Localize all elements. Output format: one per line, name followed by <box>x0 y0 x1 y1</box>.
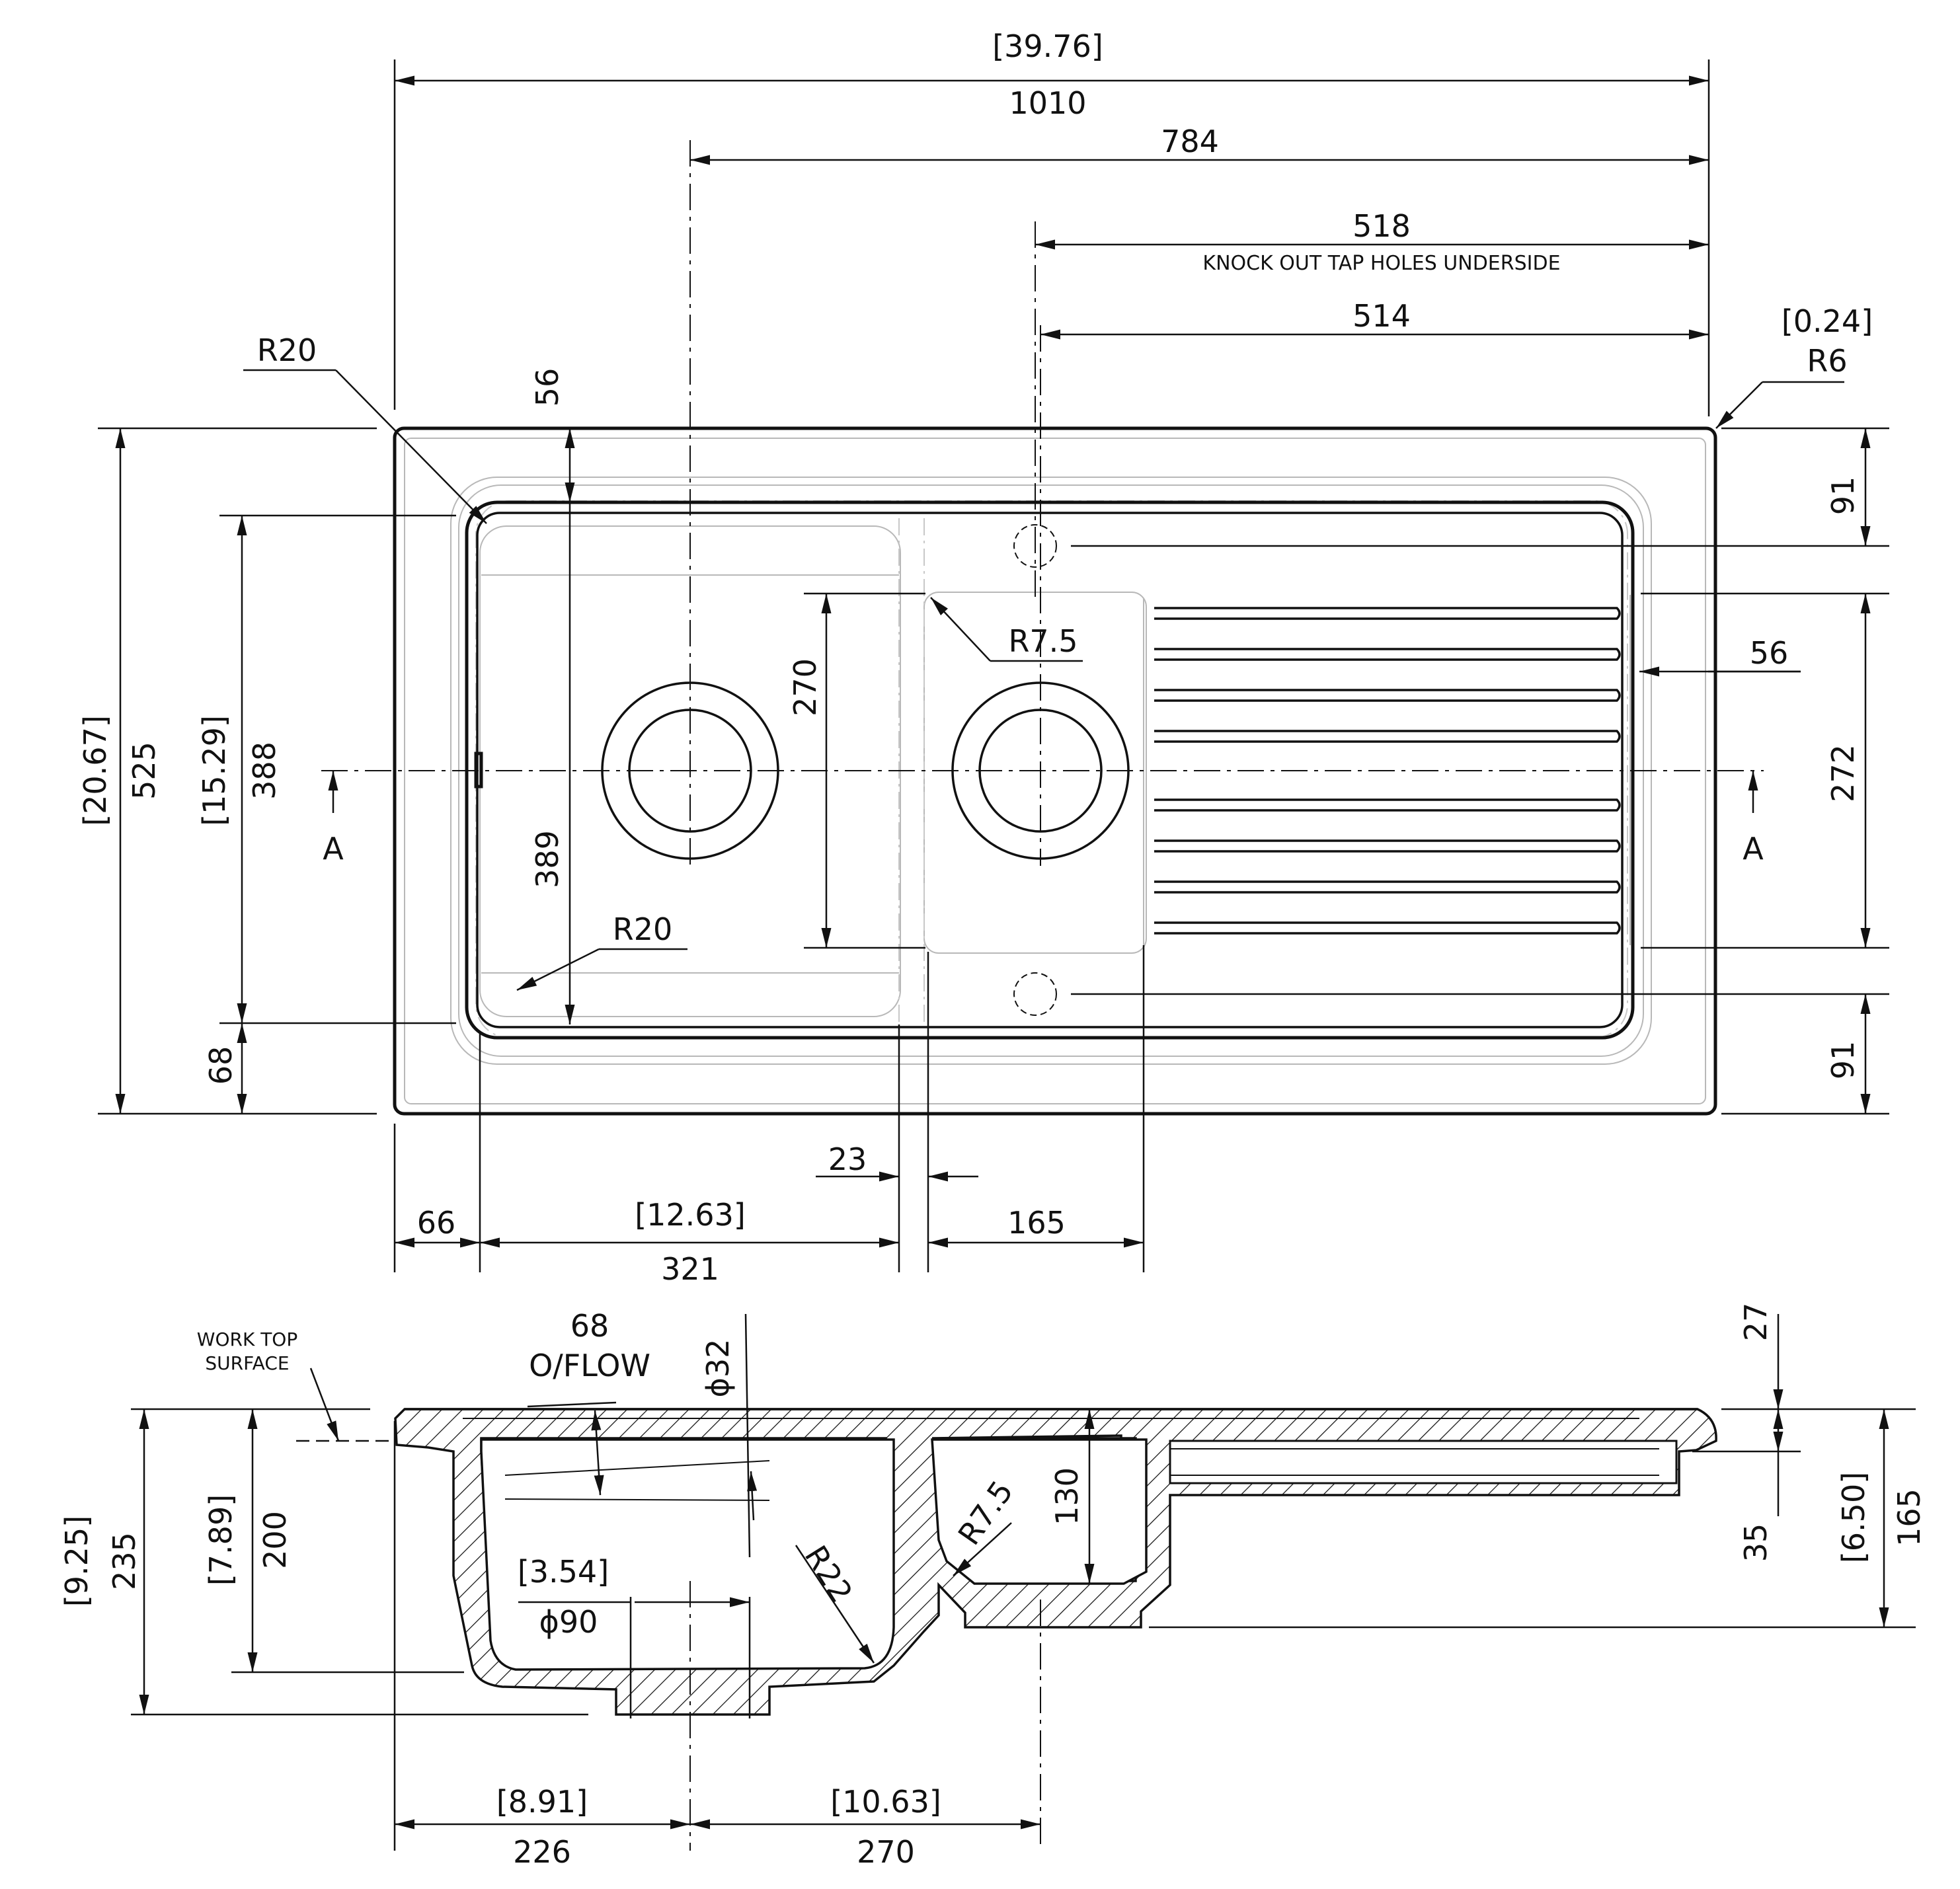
drainer-height-mm: 165 <box>1891 1488 1927 1547</box>
drainer-height-inch: [6.50] <box>1836 1472 1871 1563</box>
overall-width-mm: 1010 <box>1009 85 1086 121</box>
diameter-32: ϕ32 <box>700 1339 736 1398</box>
label-worktop: WORK TOP <box>197 1329 297 1350</box>
waste-diameter-inch: [3.54] <box>518 1554 609 1590</box>
tap-hole-top <box>1013 524 1057 568</box>
drainer-grooves <box>1143 595 1631 945</box>
bowl-width-inch: [12.63] <box>635 1197 746 1233</box>
dim-514: 514 <box>1352 298 1411 334</box>
dim-518: 518 <box>1352 208 1411 244</box>
overall-depth-mm: 525 <box>126 742 162 800</box>
dim-35: 35 <box>1738 1523 1774 1562</box>
sink-outline <box>393 426 1717 1116</box>
dim-68-left: 68 <box>203 1046 239 1085</box>
dim-165-horizontal: 165 <box>1007 1205 1066 1241</box>
tap-hole-bottom <box>1013 972 1057 1016</box>
overall-depth-inch: [20.67] <box>77 715 113 826</box>
tap-hole-note: KNOCK OUT TAP HOLES UNDERSIDE <box>1202 252 1560 275</box>
plan-dimensions <box>98 59 1889 1272</box>
bowl-depth-mm: 388 <box>247 742 282 800</box>
dim-27: 27 <box>1738 1303 1774 1342</box>
section-height-mm: 235 <box>106 1532 142 1590</box>
dim-130: 130 <box>1049 1467 1085 1525</box>
bottom-right-mm: 270 <box>857 1834 915 1870</box>
dim-56-right: 56 <box>1750 635 1789 671</box>
bowl-depth-inch: [15.29] <box>196 715 232 826</box>
overall-width-inch: [39.76] <box>992 28 1103 64</box>
radius-r7-5-plan: R7.5 <box>1008 623 1078 659</box>
bottom-left-inch: [8.91] <box>496 1784 588 1820</box>
section-height-inch: [9.25] <box>59 1516 95 1607</box>
section-mark-right: A <box>1743 831 1764 867</box>
bowl-width-mm: 321 <box>661 1251 719 1287</box>
dim-389: 389 <box>529 830 565 888</box>
bottom-right-inch: [10.63] <box>830 1784 941 1820</box>
bowl-height-inch: [7.89] <box>203 1494 239 1586</box>
dim-66: 66 <box>417 1205 456 1241</box>
dim-91-bottom: 91 <box>1825 1041 1861 1080</box>
bowl-height-mm: 200 <box>257 1511 293 1569</box>
dim-91-top: 91 <box>1825 477 1861 516</box>
dim-272: 272 <box>1825 744 1861 802</box>
section-mark-left: A <box>323 831 344 867</box>
dim-270-vertical: 270 <box>787 658 823 716</box>
dim-56-top: 56 <box>529 368 565 407</box>
radius-r20-top: R20 <box>257 332 317 368</box>
overflow-value: 68 <box>570 1308 609 1344</box>
bottom-left-mm: 226 <box>513 1834 571 1870</box>
corner-radius-inch: [0.24] <box>1782 303 1873 339</box>
overflow-label: O/FLOW <box>529 1348 650 1383</box>
corner-radius: R6 <box>1807 343 1847 379</box>
label-surface: SURFACE <box>205 1352 289 1374</box>
dim-784: 784 <box>1161 124 1219 159</box>
radius-r20-bottom: R20 <box>613 911 673 947</box>
section-view <box>131 1313 1916 1851</box>
dim-23: 23 <box>828 1141 867 1177</box>
waste-diameter-mm: ϕ90 <box>539 1604 598 1640</box>
